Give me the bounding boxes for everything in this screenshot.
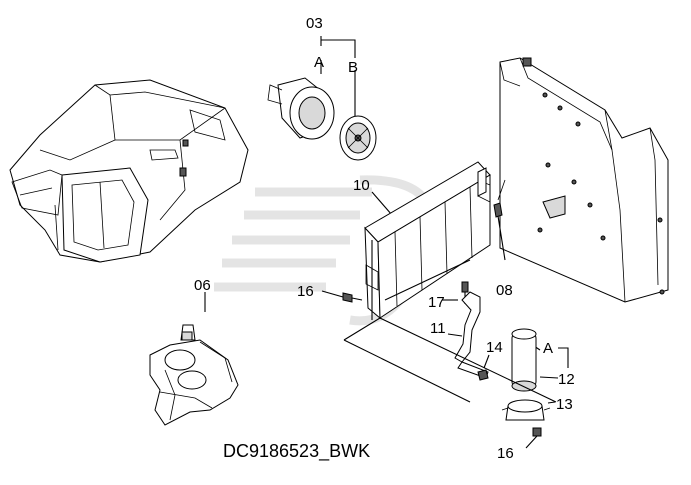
bolt-16-left: [321, 290, 363, 303]
callout-a-right: A: [543, 340, 553, 357]
callout-14: 14: [486, 339, 503, 356]
condenser-assembly: [364, 161, 491, 320]
blower-motor-assembly: [267, 36, 377, 161]
expansion-valve-bracket: [149, 292, 239, 426]
callout-13: 13: [556, 396, 573, 413]
diagram-caption: DC9186523_BWK: [223, 441, 370, 462]
bolt-14: [477, 354, 490, 381]
callout-08: 08: [496, 282, 513, 299]
callout-11: 11: [430, 320, 446, 337]
leader-lines: [343, 240, 557, 403]
callout-17: 17: [428, 294, 445, 311]
callout-06: 06: [194, 277, 211, 294]
callout-12: 12: [558, 371, 575, 388]
callout-labels: 03 A B 10 06 16 17 11 14 08 A 12 13 16: [194, 15, 575, 462]
callout-16-left: 16: [297, 283, 314, 300]
excavator-illustration: [9, 79, 249, 263]
callout-16-bottom: 16: [497, 445, 514, 462]
mounting-panel: [493, 57, 669, 303]
callout-b: B: [348, 59, 358, 76]
clamp-13: [501, 399, 556, 421]
callout-03: 03: [306, 15, 323, 32]
bolt-16-bottom: [525, 427, 542, 449]
callout-a-top: A: [314, 54, 324, 71]
callout-10: 10: [353, 177, 370, 194]
pipe-11: [442, 281, 489, 379]
